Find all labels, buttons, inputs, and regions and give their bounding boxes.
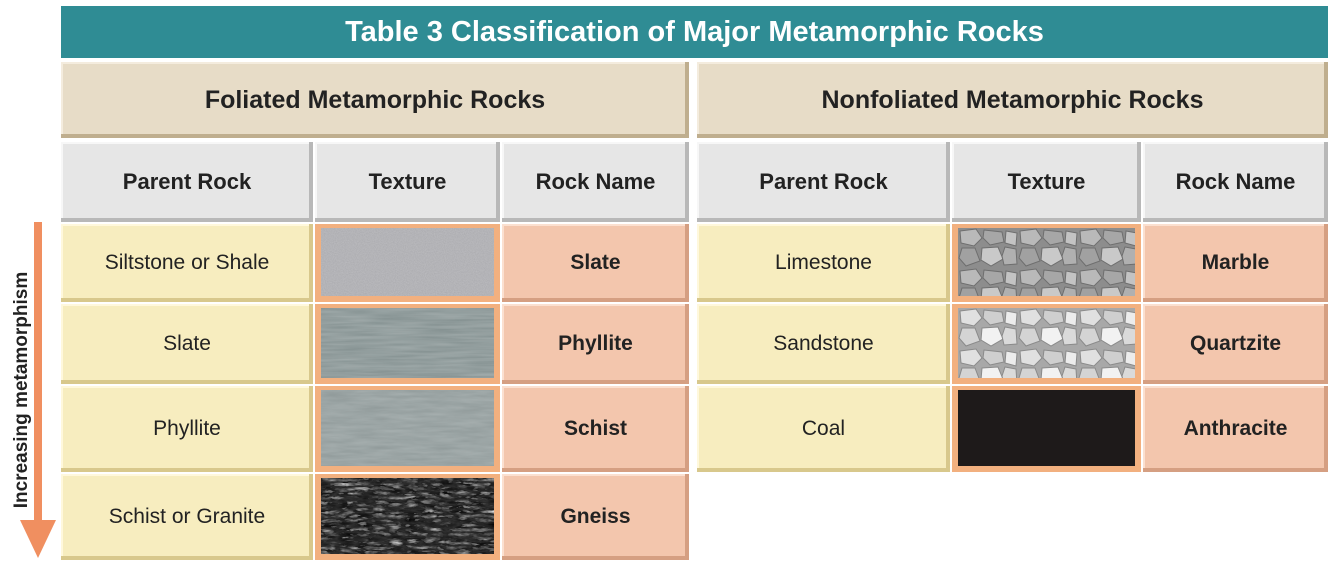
- foliated-parent-rock: Slate: [61, 304, 313, 384]
- interlocking-crystals-gray-texture: [958, 228, 1135, 296]
- foliated-texture-swatch: [315, 224, 500, 302]
- banded-texture: [321, 478, 494, 554]
- table-title: Table 3 Classification of Major Metamorp…: [61, 6, 1328, 58]
- solid-black-texture: [958, 390, 1135, 466]
- nonfoliated-rock-name: Marble: [1143, 224, 1328, 302]
- foliated-group-header: Foliated Metamorphic Rocks: [61, 62, 689, 138]
- interlocking-crystals-light-texture: [958, 308, 1135, 378]
- nonfoliated-parent-rock: Sandstone: [697, 304, 950, 384]
- wavy-sheen-texture: [321, 308, 494, 378]
- foliated-rock-name: Gneiss: [502, 474, 689, 560]
- foliated-texture-swatch: [315, 474, 500, 560]
- nonfoliated-rock-name: Anthracite: [1143, 386, 1328, 472]
- foliated-texture-swatch: [315, 386, 500, 472]
- wavy-gray-texture: [321, 390, 494, 466]
- foliated-col-rock-name: Rock Name: [502, 142, 689, 222]
- nonfoliated-col-rock-name: Rock Name: [1143, 142, 1328, 222]
- foliated-col-parent-rock: Parent Rock: [61, 142, 313, 222]
- foliated-parent-rock: Schist or Granite: [61, 474, 313, 560]
- nonfoliated-texture-swatch: [952, 304, 1141, 384]
- foliated-parent-rock: Siltstone or Shale: [61, 224, 313, 302]
- foliated-texture-swatch: [315, 304, 500, 384]
- nonfoliated-texture-swatch: [952, 224, 1141, 302]
- arrow-label: Increasing metamorphism: [11, 271, 32, 509]
- foliated-parent-rock: Phyllite: [61, 386, 313, 472]
- nonfoliated-parent-rock: Coal: [697, 386, 950, 472]
- foliated-col-texture: Texture: [315, 142, 500, 222]
- increasing-metamorphism-arrow: Increasing metamorphism: [2, 222, 57, 560]
- nonfoliated-col-parent-rock: Parent Rock: [697, 142, 950, 222]
- nonfoliated-rock-name: Quartzite: [1143, 304, 1328, 384]
- foliated-rock-name: Slate: [502, 224, 689, 302]
- foliated-rock-name: Phyllite: [502, 304, 689, 384]
- nonfoliated-texture-swatch: [952, 386, 1141, 472]
- fine-grained-texture: [321, 228, 494, 296]
- foliated-rock-name: Schist: [502, 386, 689, 472]
- nonfoliated-group-header: Nonfoliated Metamorphic Rocks: [697, 62, 1328, 138]
- nonfoliated-col-texture: Texture: [952, 142, 1141, 222]
- down-arrow-icon: [20, 222, 56, 558]
- nonfoliated-parent-rock: Limestone: [697, 224, 950, 302]
